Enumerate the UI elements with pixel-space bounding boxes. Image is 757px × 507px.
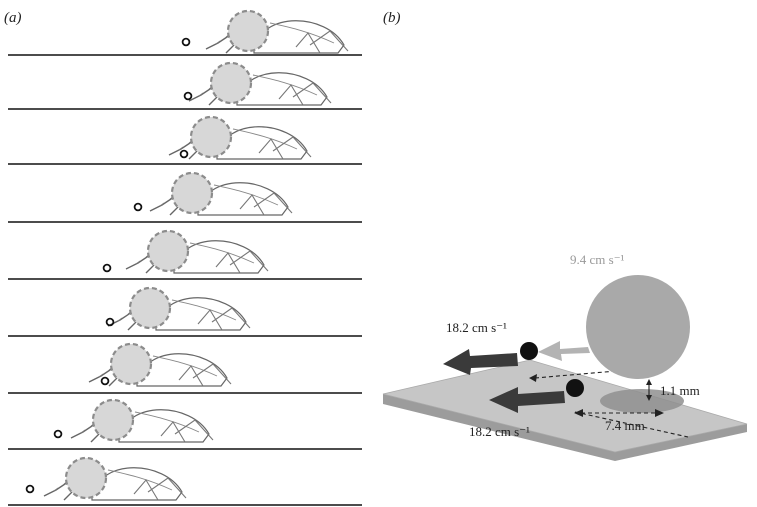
droplet-marker bbox=[183, 91, 193, 101]
upper-speed-label: 18.2 cm s⁻¹ bbox=[446, 320, 507, 335]
droplet-marker bbox=[105, 317, 115, 327]
frame-4 bbox=[8, 171, 362, 223]
ball-shadow bbox=[600, 389, 684, 413]
platform-side bbox=[383, 394, 747, 461]
platform-top bbox=[382, 359, 748, 453]
frame-9 bbox=[8, 456, 362, 506]
dung-ball bbox=[586, 275, 690, 379]
droplet-marker bbox=[100, 376, 110, 386]
droplet-marker bbox=[133, 202, 143, 212]
upper-droplet bbox=[520, 342, 538, 360]
frame-7 bbox=[8, 342, 362, 394]
distance-label: 7.4 mm bbox=[605, 418, 645, 433]
lower-droplet-arrow bbox=[489, 387, 565, 413]
frame-1 bbox=[8, 9, 362, 56]
lower-dashed-guide bbox=[574, 411, 689, 438]
frame-6 bbox=[8, 286, 362, 337]
frame-3 bbox=[8, 115, 362, 165]
droplet-marker bbox=[102, 263, 112, 273]
distance-arrowhead-right bbox=[655, 409, 664, 417]
height-label: 1.1 mm bbox=[660, 383, 700, 398]
lower-droplet bbox=[566, 379, 584, 397]
height-arrowhead-bottom bbox=[646, 395, 652, 401]
distance-arrowhead-left bbox=[574, 409, 583, 417]
frame-8 bbox=[8, 398, 362, 450]
droplet-marker bbox=[179, 149, 189, 159]
ball-speed-label: 9.4 cm s⁻¹ bbox=[570, 252, 625, 267]
droplet-marker bbox=[181, 37, 191, 47]
panel-a-frames bbox=[8, 9, 362, 506]
upper-droplet-arrow bbox=[443, 349, 518, 375]
height-arrowhead-top bbox=[646, 379, 652, 385]
frame-2 bbox=[8, 61, 362, 110]
droplet-marker bbox=[53, 429, 63, 439]
panel-b-label: (b) bbox=[383, 10, 401, 26]
panel-a-label: (a) bbox=[4, 10, 22, 26]
upper-guide-arrowhead bbox=[529, 374, 537, 382]
lower-speed-label: 18.2 cm s⁻¹ bbox=[469, 424, 530, 439]
droplet-marker bbox=[25, 484, 35, 494]
frame-5 bbox=[8, 229, 362, 280]
panel-b-diagram: 9.4 cm s⁻¹ 18.2 cm s⁻¹ 18.2 cm s⁻¹ 1.1 m… bbox=[382, 252, 748, 461]
ball-direction-arrow bbox=[538, 341, 590, 361]
